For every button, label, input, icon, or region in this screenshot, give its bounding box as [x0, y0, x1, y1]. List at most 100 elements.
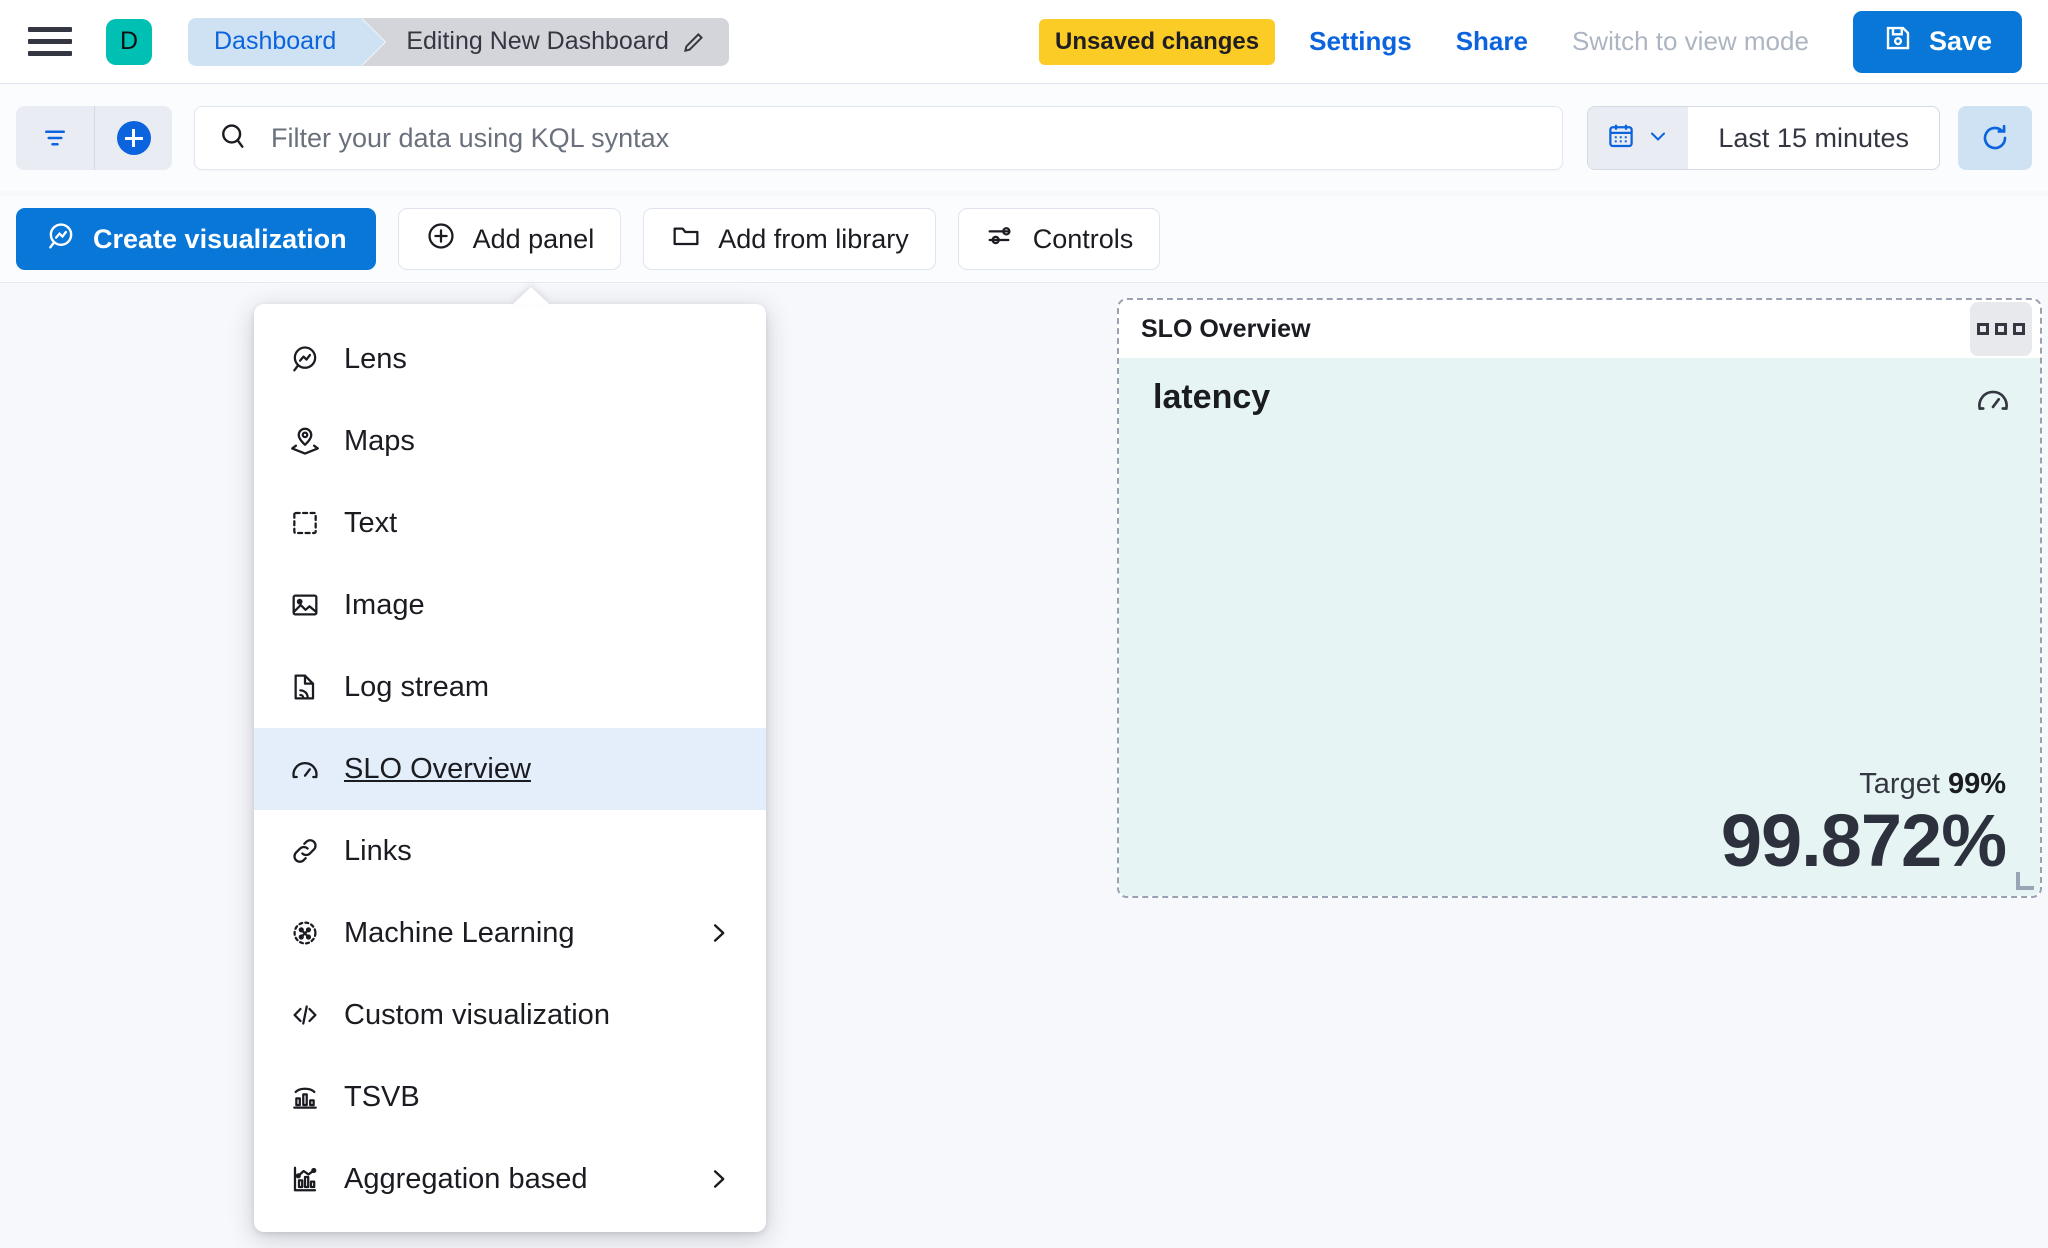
context-dot	[1977, 323, 1989, 335]
add-panel-menu-item-custom-visualization[interactable]: Custom visualization	[254, 974, 766, 1056]
controls-button[interactable]: Controls	[957, 208, 1161, 270]
add-panel-menu-item-slo-overview[interactable]: SLO Overview	[254, 728, 766, 810]
add-panel-menu-item-lens[interactable]: Lens	[254, 318, 766, 400]
time-range-value[interactable]: Last 15 minutes	[1718, 122, 1909, 153]
image-icon	[288, 589, 322, 621]
add-filter-button[interactable]	[94, 106, 172, 170]
menu-item-label: TSVB	[344, 1080, 420, 1113]
dashboard-panel-slo-overview[interactable]: SLO Overview latency Target 99% 99.872%	[1117, 298, 2042, 898]
add-panel-menu-item-text[interactable]: Text	[254, 482, 766, 564]
gauge-icon	[288, 753, 322, 785]
create-visualization-button[interactable]: Create visualization	[16, 208, 376, 270]
menu-item-label: SLO Overview	[344, 752, 531, 785]
add-panel-menu-item-aggregation-based[interactable]: Aggregation based	[254, 1138, 766, 1220]
breadcrumb: Dashboard Editing New Dashboard	[188, 17, 729, 66]
hamburger-menu-icon[interactable]	[28, 24, 74, 60]
context-dot	[2013, 323, 2025, 335]
slo-name: latency	[1153, 378, 1271, 416]
gauge-icon	[1974, 380, 2012, 423]
hamburger-bar	[28, 51, 72, 56]
map-pin-icon	[288, 425, 322, 457]
menu-item-label: Log stream	[344, 670, 490, 703]
panel-title: SLO Overview	[1141, 314, 1311, 343]
add-panel-menu-item-links[interactable]: Links	[254, 810, 766, 892]
lens-icon	[45, 220, 77, 259]
lens-icon	[288, 343, 322, 375]
add-panel-menu-item-maps[interactable]: Maps	[254, 400, 766, 482]
date-quick-select-button[interactable]	[1588, 107, 1689, 169]
panel-context-menu-icon[interactable]	[1970, 302, 2032, 356]
chevron-right-icon	[704, 1165, 732, 1193]
panel-resize-handle[interactable]	[2016, 872, 2034, 890]
context-dot	[1995, 323, 2007, 335]
popover-arrow	[512, 287, 550, 305]
add-panel-menu-item-machine-learning[interactable]: Machine Learning	[254, 892, 766, 974]
save-button-label: Save	[1928, 26, 1992, 56]
add-panel-label: Add panel	[472, 223, 595, 254]
controls-label: Controls	[1032, 223, 1134, 254]
add-panel-menu-item-image[interactable]: Image	[254, 564, 766, 646]
add-panel-menu-item-tsvb[interactable]: TSVB	[254, 1056, 766, 1138]
plus-circle-icon	[116, 121, 151, 155]
menu-item-label: Maps	[344, 424, 415, 457]
text-box-icon	[288, 507, 322, 539]
avatar-letter: D	[119, 27, 139, 55]
share-link[interactable]: Share	[1455, 26, 1528, 56]
filter-controls	[16, 106, 172, 170]
menu-item-label: Custom visualization	[344, 998, 610, 1031]
header-actions: Unsaved changes Settings Share Switch to…	[1039, 10, 2048, 73]
menu-item-label: Links	[344, 834, 412, 867]
code-icon	[288, 999, 322, 1031]
slo-stats: Target 99% 99.872%	[1720, 768, 2007, 882]
agg-chart-icon	[288, 1163, 322, 1195]
chevron-down-icon	[1646, 124, 1670, 153]
query-bar: Last 15 minutes	[0, 85, 2048, 191]
filter-icon[interactable]	[16, 106, 94, 170]
refresh-button[interactable]	[1958, 106, 2032, 170]
switch-to-view-mode-link[interactable]: Switch to view mode	[1571, 26, 1809, 56]
menu-item-label: Machine Learning	[344, 916, 575, 949]
ml-icon	[288, 917, 322, 949]
menu-item-label: Image	[344, 588, 425, 621]
log-stream-icon	[288, 671, 322, 703]
slo-target-label: Target	[1859, 767, 1940, 800]
date-picker: Last 15 minutes	[1587, 106, 1940, 170]
dashboard-toolbar: Create visualization Add panel Add from …	[0, 196, 2048, 282]
breadcrumb-root-label: Dashboard	[214, 27, 337, 55]
slo-target: Target 99%	[1721, 768, 2006, 801]
breadcrumb-item-current[interactable]: Editing New Dashboard	[362, 17, 729, 66]
slo-target-value: 99%	[1947, 767, 2006, 800]
hamburger-bar	[28, 27, 72, 32]
folder-icon	[670, 220, 702, 259]
top-header: D Dashboard Editing New Dashboard Unsave…	[0, 0, 2048, 84]
add-from-library-label: Add from library	[718, 223, 909, 254]
search-icon	[217, 120, 249, 157]
calendar-icon	[1606, 121, 1636, 156]
link-icon	[288, 835, 322, 867]
save-disk-icon	[1883, 23, 1913, 60]
pencil-icon[interactable]	[681, 29, 707, 55]
panel-body: latency Target 99% 99.872%	[1119, 358, 2040, 896]
chevron-right-icon	[704, 919, 732, 947]
menu-item-label: Text	[344, 506, 398, 539]
breadcrumb-item-dashboard[interactable]: Dashboard	[188, 17, 386, 66]
add-panel-button[interactable]: Add panel	[397, 208, 622, 270]
status-badge-unsaved: Unsaved changes	[1039, 18, 1276, 65]
sliders-icon	[985, 220, 1017, 259]
save-button[interactable]: Save	[1852, 10, 2022, 73]
menu-item-label: Aggregation based	[344, 1162, 588, 1195]
add-panel-menu-item-log-stream[interactable]: Log stream	[254, 646, 766, 728]
add-from-library-button[interactable]: Add from library	[643, 208, 936, 270]
settings-link[interactable]: Settings	[1309, 26, 1412, 56]
menu-item-label: Lens	[344, 342, 407, 375]
search-input[interactable]	[271, 122, 1541, 154]
plus-circle-outline-icon	[425, 220, 457, 259]
breadcrumb-current-label: Editing New Dashboard	[406, 27, 669, 55]
tsvb-icon	[288, 1081, 322, 1113]
avatar[interactable]: D	[106, 18, 152, 65]
hamburger-bar	[28, 39, 72, 44]
search-field[interactable]	[194, 106, 1564, 170]
slo-current-value: 99.872%	[1720, 798, 2007, 882]
